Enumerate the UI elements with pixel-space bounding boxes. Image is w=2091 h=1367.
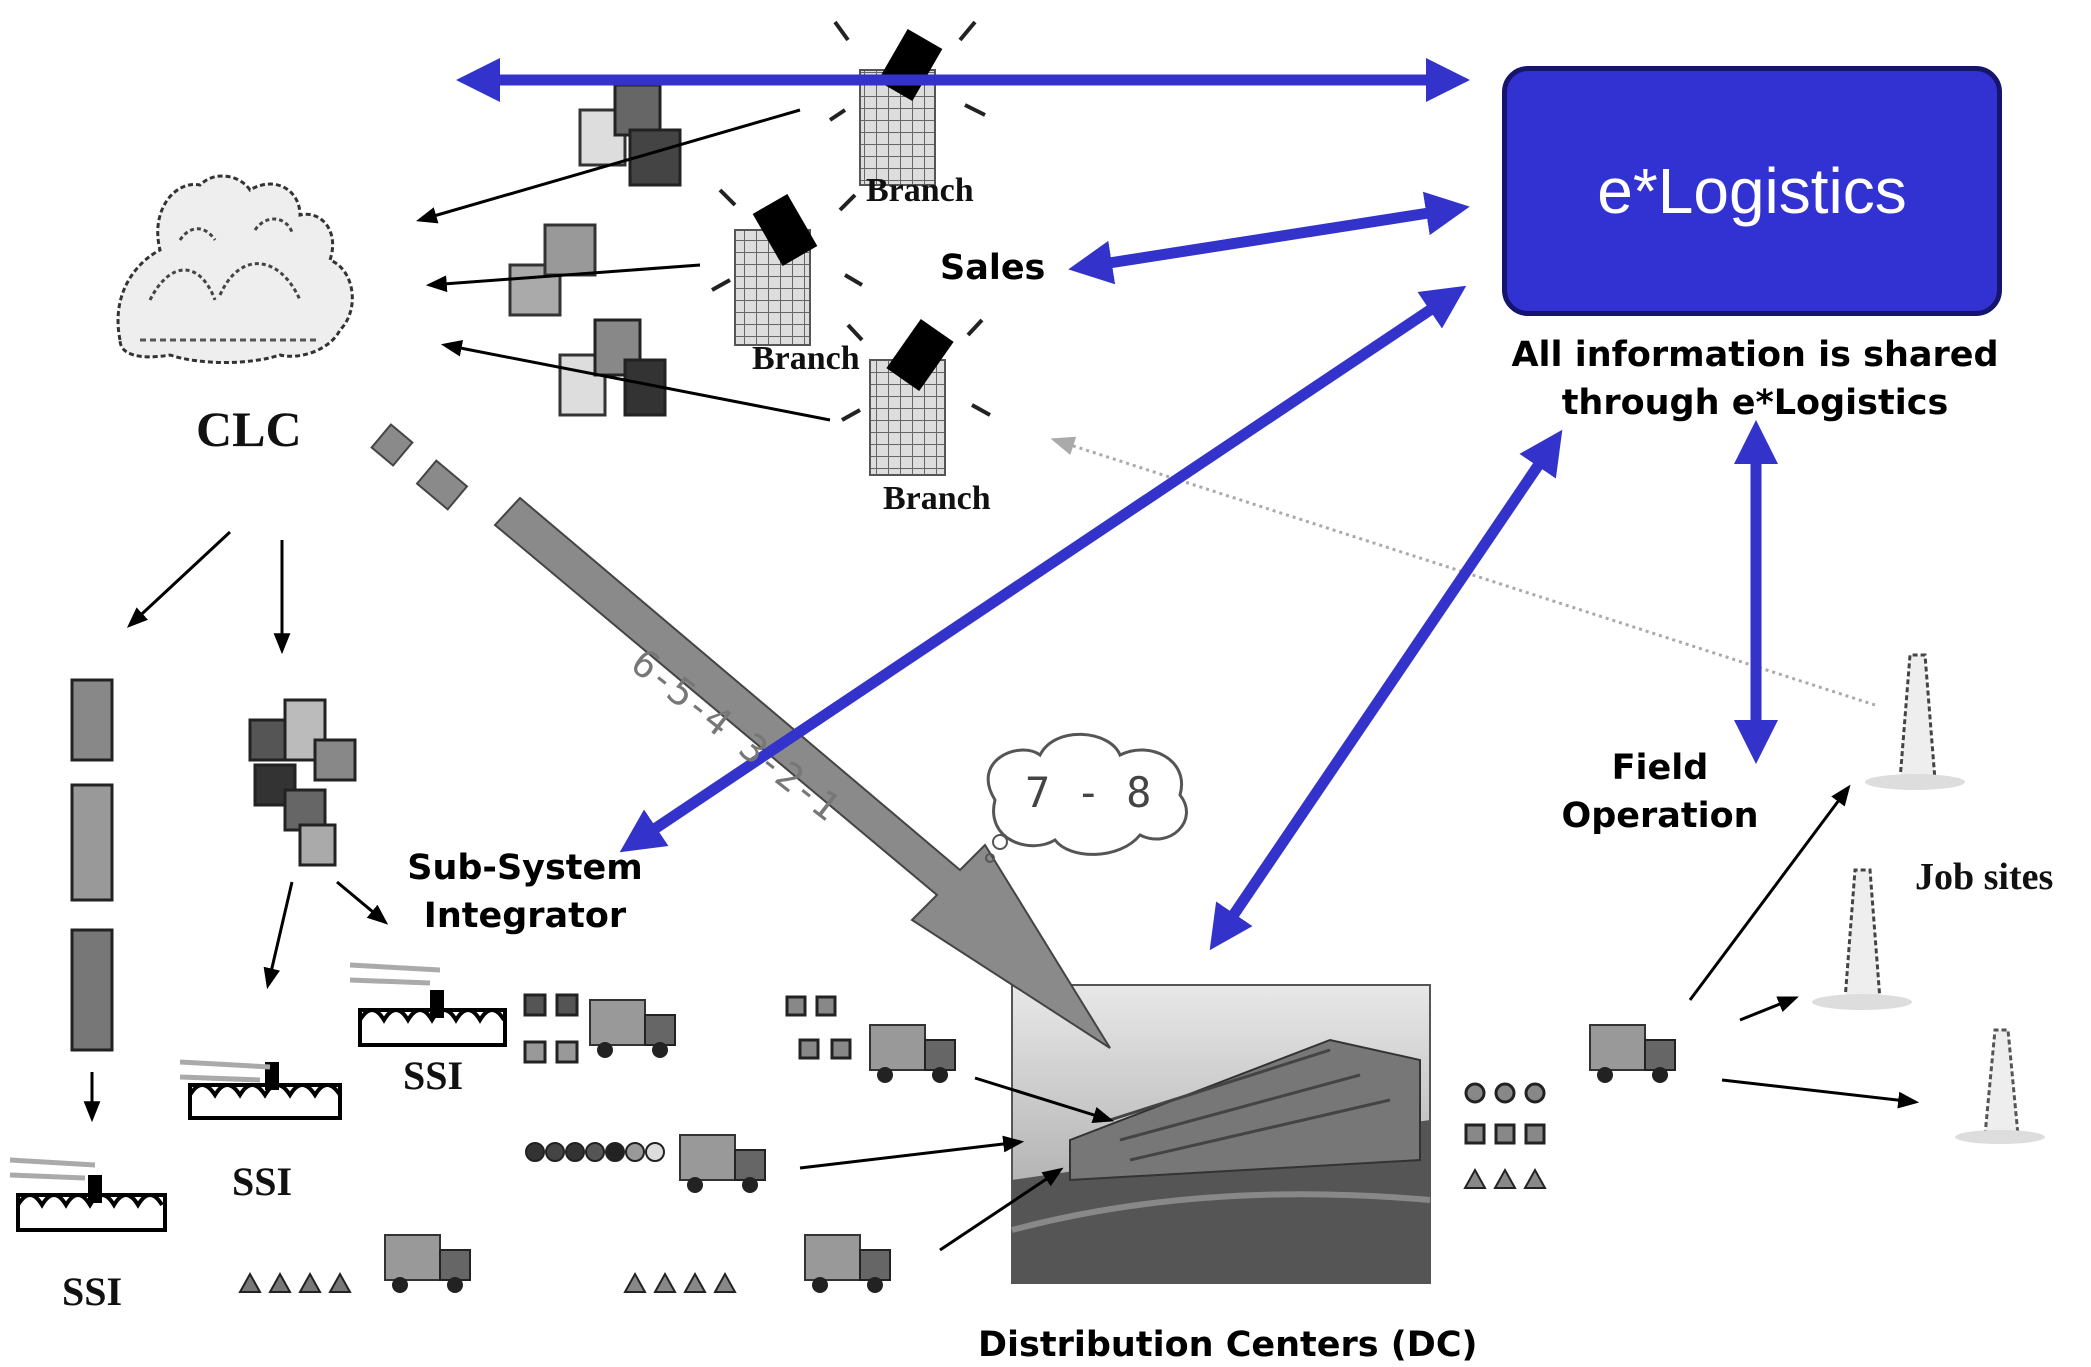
distribution-centers-label: Distribution Centers (DC) bbox=[978, 1325, 1478, 1365]
job-sites-label: Job sites bbox=[1915, 856, 2054, 898]
cloud-text: 7 - 8 bbox=[1025, 768, 1152, 817]
package-column bbox=[70, 678, 114, 1052]
sub-system-label-line2: Integrator bbox=[423, 896, 627, 936]
elogistics-box: e*Logistics bbox=[1502, 66, 2002, 316]
truck-icons bbox=[384, 999, 1676, 1293]
job-site-tower-1 bbox=[1865, 653, 1965, 790]
package-stack-2 bbox=[508, 223, 597, 317]
branch-label-3: Branch bbox=[883, 480, 991, 517]
sales-label: Sales bbox=[940, 248, 1046, 288]
elogistics-caption-line2: through e*Logistics bbox=[1561, 383, 1949, 423]
goods-squares bbox=[523, 993, 1546, 1145]
ssi-label-3: SSI bbox=[403, 1053, 464, 1098]
elogistics-title: e*Logistics bbox=[1597, 155, 1907, 227]
truck-to-dc-arrows bbox=[799, 784, 1920, 1252]
ssi-label-1: SSI bbox=[62, 1269, 123, 1314]
factory-icon-2 bbox=[179, 1059, 342, 1120]
clc-people-illustration bbox=[116, 174, 354, 364]
package-cluster bbox=[248, 698, 357, 867]
blue-information-arrows bbox=[456, 58, 1778, 951]
branch-label-2: Branch bbox=[752, 340, 860, 377]
factory-icon-1 bbox=[9, 1157, 167, 1232]
branch-building-1 bbox=[828, 20, 986, 186]
clc-down-arrows bbox=[83, 530, 389, 1123]
package-stack-3 bbox=[558, 318, 667, 417]
distribution-center-photo bbox=[1011, 984, 1431, 1284]
clc-label: CLC bbox=[196, 401, 302, 457]
ssi-label-2: SSI bbox=[232, 1159, 293, 1204]
job-site-tower-3 bbox=[1955, 1028, 2045, 1144]
branch-building-3 bbox=[841, 318, 991, 476]
field-operation-label-line2: Operation bbox=[1561, 796, 1759, 836]
elogistics-caption-line1: All information is shared bbox=[1511, 335, 1999, 375]
field-operation-label-line1: Field bbox=[1611, 748, 1709, 788]
goods-triangles bbox=[238, 1167, 1547, 1293]
branch-building-2 bbox=[711, 188, 864, 346]
goods-circles-row bbox=[525, 1142, 665, 1162]
factory-icon-3 bbox=[349, 962, 507, 1047]
job-site-tower-2 bbox=[1812, 868, 1912, 1010]
branch-label-1: Branch bbox=[866, 172, 974, 209]
sub-system-label-line1: Sub-System bbox=[407, 848, 643, 888]
